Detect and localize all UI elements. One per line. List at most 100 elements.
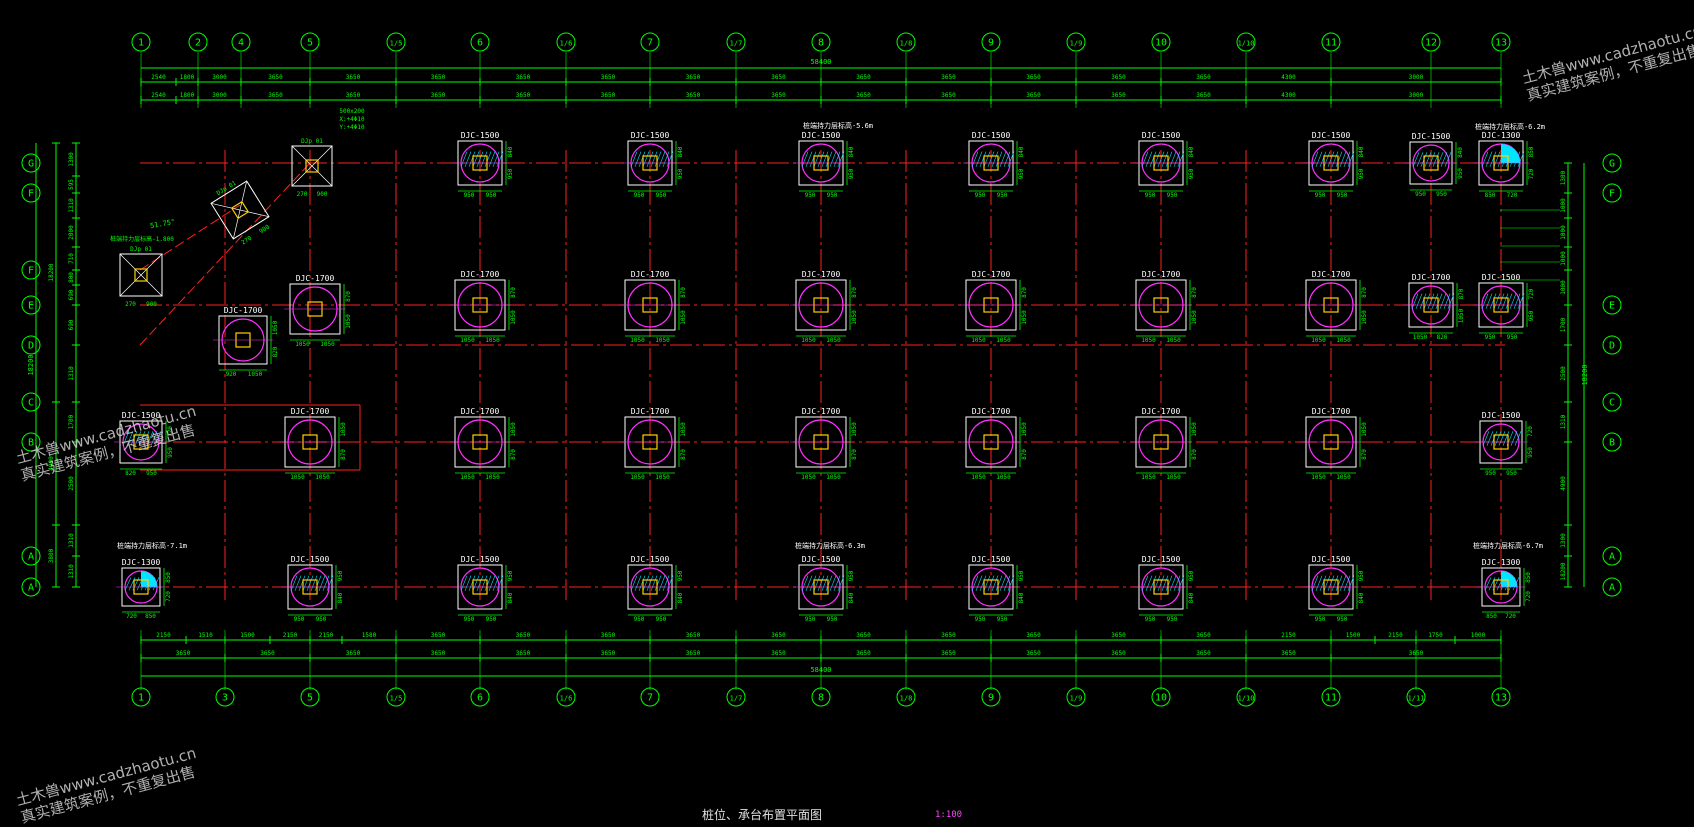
cap-dim-text: 1050	[1166, 337, 1181, 344]
axis-bubble-circle	[231, 32, 251, 52]
cap-dim-text: 950	[1145, 192, 1156, 199]
dim-text: 3650	[686, 632, 701, 639]
axis-bubble-circle	[386, 687, 406, 707]
cap-dim-text: 1050	[460, 474, 475, 481]
axis-bubble-top: 1/10	[1236, 32, 1256, 52]
dim-text: 3650	[346, 650, 361, 657]
axis-bubble-bottom: 1/9	[1066, 687, 1086, 707]
pile-hatch	[1489, 293, 1497, 309]
pile-hatch	[971, 575, 979, 591]
cap-dim-text: 840	[1457, 147, 1464, 158]
note-angle: 51.75°	[150, 218, 176, 230]
cap-dim-text: 950	[507, 570, 514, 581]
axis-bubble-circle	[811, 687, 831, 707]
pile-hatch	[142, 431, 150, 446]
cap-dim-text: 840	[1358, 592, 1365, 603]
axis-bubble-label: A	[28, 552, 34, 563]
pile-hatch	[1514, 431, 1522, 446]
pile-hatch	[1003, 575, 1011, 591]
axis-bubble-bottom: 1	[131, 687, 151, 707]
pile-hatch	[987, 151, 995, 167]
cap-dim-text: 840	[1188, 146, 1195, 157]
dim-text: 3650	[431, 650, 446, 657]
cap-dim-text: 840	[677, 146, 684, 157]
cap-dim-text: 950	[848, 168, 855, 179]
pile-hatch	[1411, 293, 1419, 309]
pile-fill-quadrant	[141, 571, 157, 587]
axis-bubble-label: 1/7	[730, 40, 743, 48]
square-cap-outline	[291, 145, 333, 187]
pile-hatch	[464, 151, 472, 167]
cap-dim-text: 870	[1458, 288, 1465, 299]
axis-bubble-circle	[1151, 687, 1171, 707]
axis-bubble-circle	[1491, 32, 1511, 52]
cap-dim-text: 1050	[1361, 310, 1368, 325]
axis-bubble-circle	[1602, 392, 1622, 412]
pile-cap-label: DJC-1500	[972, 555, 1011, 564]
dim-text: 2500	[1560, 366, 1567, 381]
cap-dim-text: 1050	[1021, 310, 1028, 325]
axis-bubble-circle	[21, 546, 41, 566]
pile-hatch	[1311, 575, 1319, 591]
pile-hatch	[975, 575, 983, 591]
pile-cap-label: DJC-1300	[1482, 558, 1521, 567]
cap-dim-text: 1050	[1311, 337, 1326, 344]
axis-bubble-left: A	[21, 546, 41, 566]
dim-text: 1310	[68, 366, 75, 381]
pile-hatch	[1501, 293, 1509, 309]
cap-dim-text: 1050	[655, 474, 670, 481]
pile-hatch	[983, 151, 991, 167]
axis-bubble-label: 2	[195, 38, 201, 49]
pile-hatch	[1484, 577, 1492, 591]
pile-hatch	[1343, 151, 1351, 167]
pile-hatch	[1315, 575, 1323, 591]
cap-dim-text: 950	[1018, 570, 1025, 581]
cap-dim-text: 1050	[315, 474, 330, 481]
pile-cap-label: DJC-1700	[972, 407, 1011, 416]
pile-hatch	[638, 575, 646, 591]
dim-text: 3650	[941, 650, 956, 657]
axis-bubble-top: 7	[640, 32, 660, 52]
pile-hatch	[1311, 151, 1319, 167]
pile-hatch	[829, 151, 837, 167]
dim-text: 3650	[260, 650, 275, 657]
axis-bubble-circle	[556, 32, 576, 52]
axis-bubble-label: G	[1609, 159, 1615, 170]
dim-overall-text: 18200	[27, 354, 35, 375]
pile-hatch	[837, 575, 845, 591]
axis-bubble-circle	[470, 687, 490, 707]
cap-dim-text: 950	[1167, 616, 1178, 623]
pile-hatch	[1165, 575, 1173, 591]
dim-text: 3650	[686, 74, 701, 81]
pile-cap-label: DJC-1700	[1312, 270, 1351, 279]
axis-bubble-circle	[1602, 153, 1622, 173]
pile-hatch	[294, 575, 302, 591]
pile-hatch	[813, 151, 821, 167]
cap-dim-text: 850	[1525, 572, 1532, 583]
axis-bubble-label: 6	[477, 693, 483, 704]
cap-dim-text: 950	[1528, 310, 1535, 321]
cap-dim-text: 1050	[1311, 474, 1326, 481]
cap-dim-text: 720	[1527, 426, 1534, 437]
pile-cap-label: DJC-1700	[291, 407, 330, 416]
cap-dim-text: 900	[146, 301, 157, 308]
cap-dim-text: 870	[1021, 287, 1028, 298]
pile-hatch	[322, 575, 330, 591]
axis-bubble-bottom: 3	[215, 687, 235, 707]
dim-text: 3650	[686, 650, 701, 657]
pile-cap-label: DJC-1700	[1312, 407, 1351, 416]
axis-bubble-left: A	[21, 577, 41, 597]
pile-cap-label: DJC-1700	[1142, 270, 1181, 279]
cap-dim-text: 950	[997, 192, 1008, 199]
axis-bubble-circle	[21, 392, 41, 412]
dim-text: 3650	[1111, 650, 1126, 657]
pile-cap-label: DJC-1500	[1482, 273, 1521, 282]
axis-bubble-circle	[1066, 687, 1086, 707]
cap-dim-text: 950	[167, 447, 174, 458]
axis-bubble-label: 13	[1495, 693, 1507, 704]
